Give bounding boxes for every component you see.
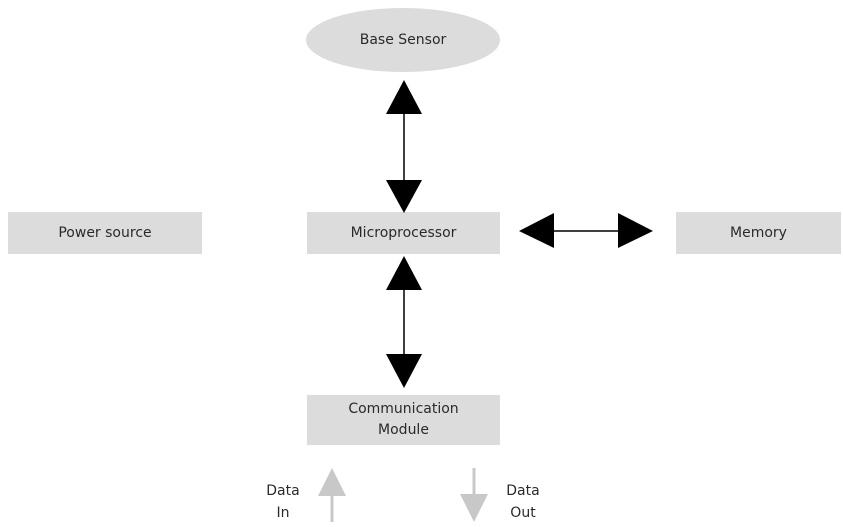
microprocessor-node: Microprocessor (307, 212, 500, 254)
communication-module-node: Communication Module (307, 395, 500, 445)
data-in-arrow (318, 468, 346, 522)
sensor-microprocessor-arrow (386, 80, 422, 213)
data-in-label-line2: In (276, 505, 290, 521)
data-out-label-line1: Data (506, 483, 540, 499)
base-sensor-label: Base Sensor (359, 31, 447, 48)
data-out-label: Data Out (498, 480, 548, 524)
microprocessor-memory-arrow (519, 213, 653, 248)
microprocessor-label: Microprocessor (350, 224, 457, 241)
data-in-label-line1: Data (266, 483, 300, 499)
data-out-arrow (460, 468, 488, 522)
memory-label: Memory (730, 224, 787, 241)
data-in-label: Data In (258, 480, 308, 524)
microprocessor-communication-arrow (386, 256, 422, 388)
power-source-node: Power source (8, 212, 202, 254)
communication-module-label-line1: Communication (348, 401, 459, 417)
base-sensor-node: Base Sensor (306, 8, 500, 72)
power-source-label: Power source (58, 224, 152, 241)
communication-module-label-line2: Module (378, 422, 429, 438)
memory-node: Memory (676, 212, 841, 254)
data-out-label-line2: Out (510, 505, 536, 521)
